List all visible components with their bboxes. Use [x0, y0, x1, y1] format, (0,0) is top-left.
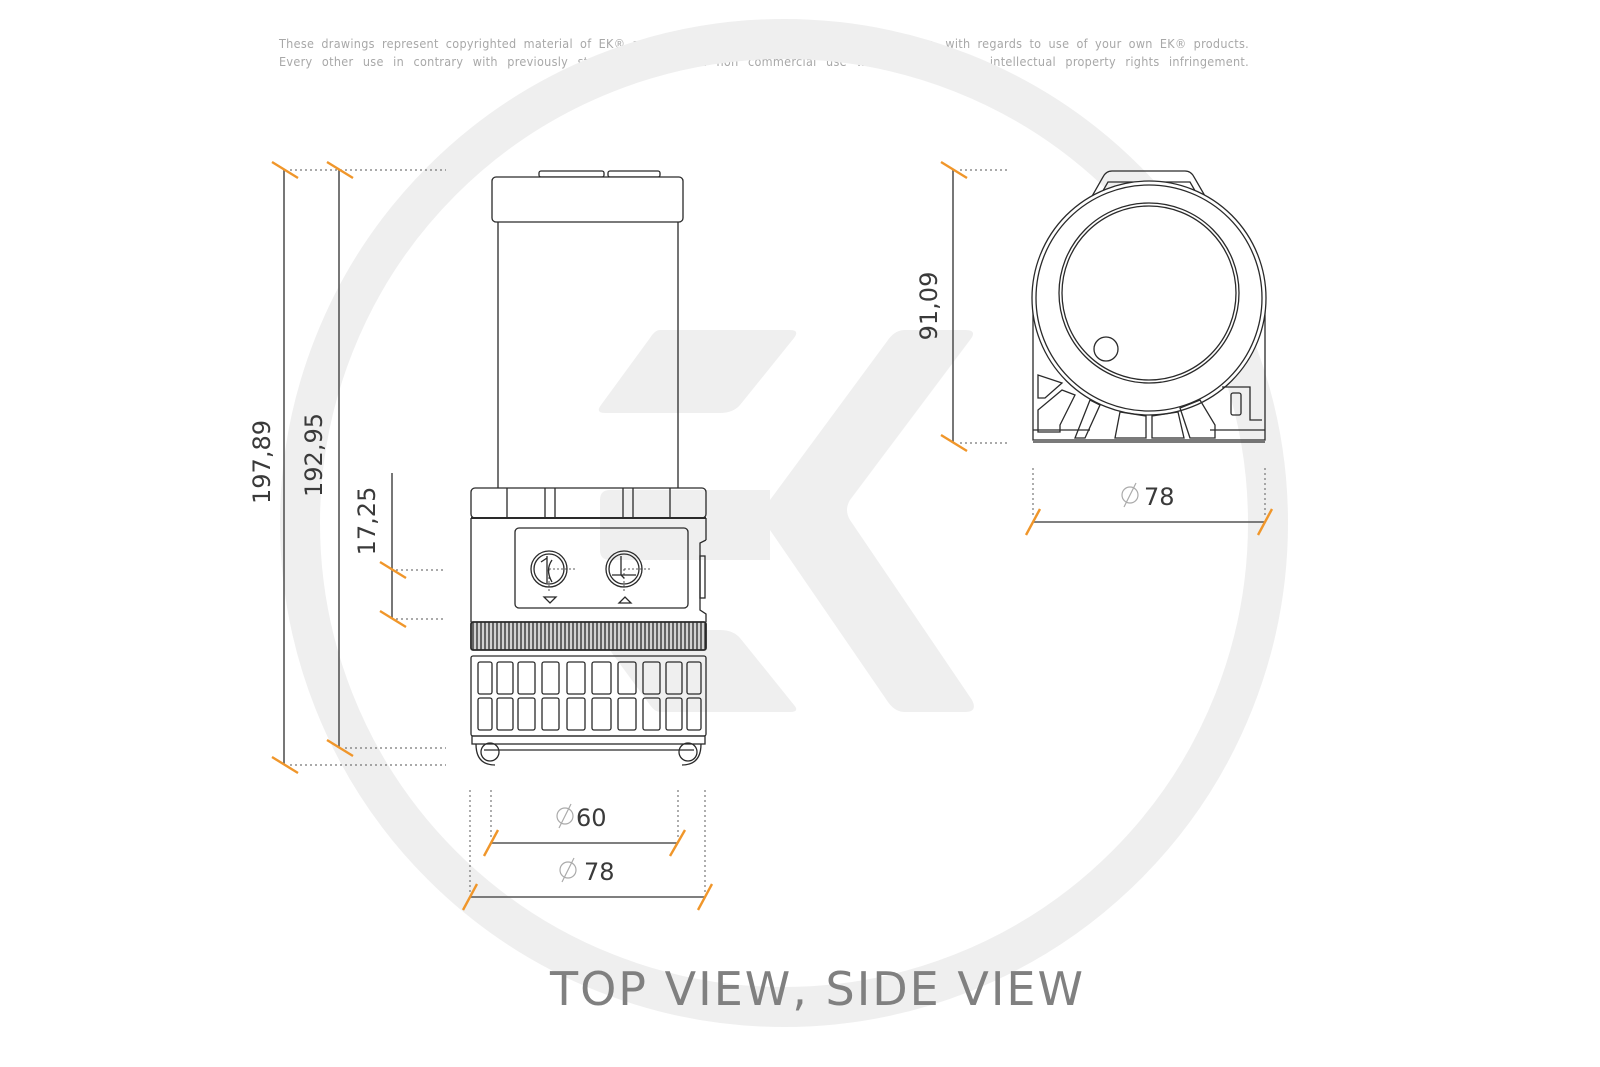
dim-inner-diameter: 60 [556, 803, 607, 832]
front-view-dimensions: 197,89 192,95 17,25 60 78 [248, 160, 714, 911]
dim-side-diameter: 78 [1121, 482, 1175, 511]
dim-port-spacing: 17,25 [353, 487, 381, 556]
dim-body-height: 192,95 [300, 413, 328, 497]
dim-total-height: 197,89 [248, 420, 276, 504]
view-title: TOP VIEW, SIDE VIEW [550, 962, 1085, 1016]
dim-side-diameter-value: 78 [1144, 483, 1175, 511]
grille-slots [477, 661, 702, 731]
dim-outer-diameter: 78 [559, 857, 615, 886]
side-view-drawing [1031, 170, 1267, 443]
disclaimer-line-2: Every other use in contrary with previou… [279, 53, 1249, 69]
dim-inner-diameter-value: 60 [576, 804, 607, 832]
front-view-drawing [470, 170, 707, 766]
dim-side-height: 91,09 [915, 272, 943, 341]
side-view-dimensions: 91,09 78 [915, 160, 1274, 536]
dim-outer-diameter-value: 78 [584, 858, 615, 886]
